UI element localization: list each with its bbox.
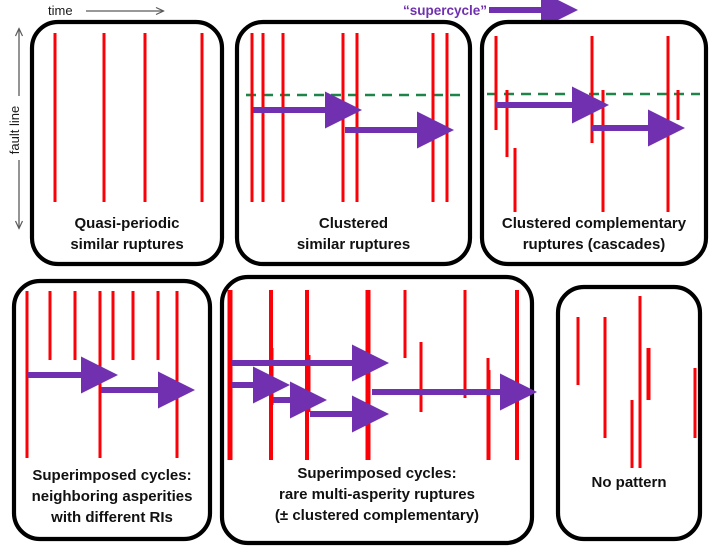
panels-layer: Quasi-periodic similar ruptures Clustered s… — [11, 19, 709, 546]
axes-annotations: time fault line “supercycle” — [7, 0, 578, 228]
panel-border — [219, 274, 535, 546]
panel-caption-line: Superimposed cycles: — [32, 467, 191, 484]
supercycle-label: “supercycle” — [403, 3, 487, 18]
panel-border — [11, 278, 213, 542]
panel-caption-line: Quasi-periodic — [74, 215, 179, 232]
panel-caption-line: Superimposed cycles: — [297, 465, 456, 482]
panel-caption-line: ruptures (cascades) — [523, 236, 666, 253]
panel-border — [479, 19, 709, 267]
panel-clustered-similar: Clustered similar ruptures — [234, 19, 473, 267]
panel-border — [234, 19, 473, 267]
panel-caption-line: rare multi-asperity ruptures — [279, 486, 475, 503]
panel-caption-line: Clustered — [319, 215, 388, 232]
fault-line-axis-label: fault line — [7, 106, 22, 154]
time-axis-label: time — [48, 3, 73, 18]
panel-caption-line: Clustered complementary — [502, 215, 687, 232]
panel-no-pattern: No pattern — [555, 284, 703, 542]
panel-caption-line: No pattern — [592, 474, 667, 491]
panel-superimposed-rare-multi-asperity: Superimposed cycles: rare multi-asperity … — [219, 274, 537, 546]
panel-quasi-periodic: Quasi-periodic similar ruptures — [29, 19, 225, 267]
panel-caption-line: similar ruptures — [70, 236, 183, 253]
panel-clustered-complementary: Clustered complementary ruptures (cascade… — [479, 19, 709, 267]
panel-caption-line: with different RIs — [50, 509, 173, 526]
panel-caption-line: similar ruptures — [297, 236, 410, 253]
panel-superimposed-neighboring: Superimposed cycles: neighboring asperiti… — [11, 278, 213, 542]
panel-caption-line: (± clustered complementary) — [275, 507, 479, 524]
panel-border — [555, 284, 703, 542]
panel-border — [29, 19, 225, 267]
panel-caption-line: neighboring asperities — [32, 488, 193, 505]
